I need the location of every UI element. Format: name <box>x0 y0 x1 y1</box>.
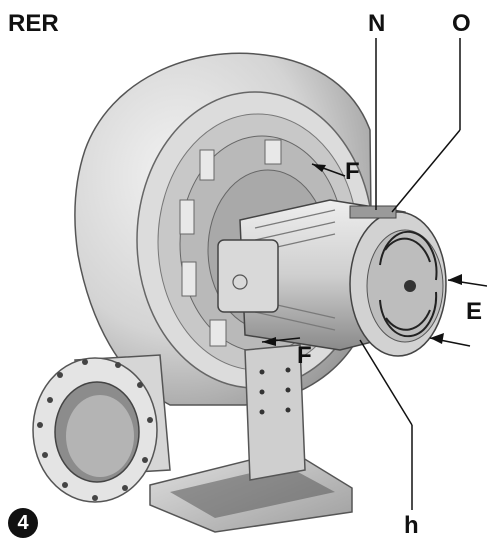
callout-arrowheads <box>262 164 462 346</box>
callout-f-bottom-label: F <box>297 342 312 369</box>
callout-f-top-label: F <box>345 158 360 185</box>
brand-label: RER <box>8 10 59 37</box>
outlet-flange <box>32 354 171 503</box>
electric-motor <box>217 199 447 357</box>
callout-o-label: O <box>452 10 471 37</box>
callout-e-label: E <box>466 298 483 325</box>
step-number-badge: 4 <box>8 508 38 538</box>
motor-bracket <box>244 344 306 481</box>
callout-n-label: N <box>368 10 386 37</box>
callout-h-label: h <box>404 512 419 539</box>
